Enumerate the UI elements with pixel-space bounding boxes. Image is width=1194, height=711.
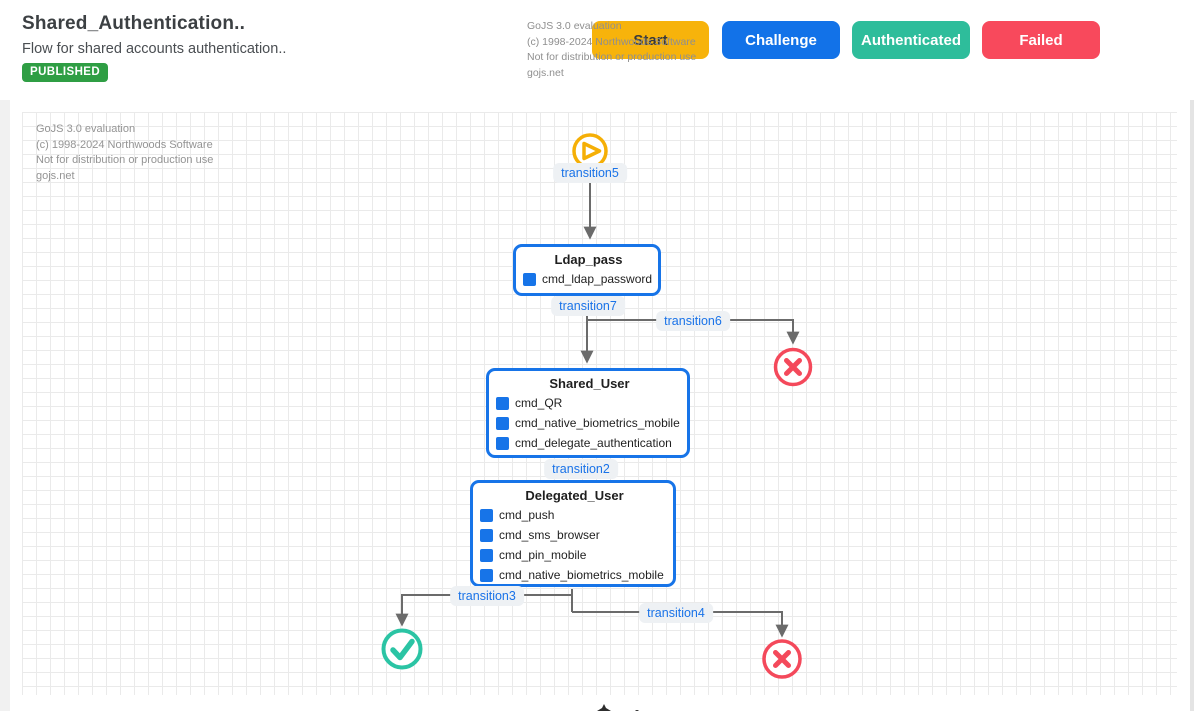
bottom-toolbar-cropped-icons[interactable] [588,701,648,711]
node-item-label: cmd_push [499,508,555,522]
transition-label-transition4[interactable]: transition4 [639,603,713,623]
node-title: Delegated_User [525,488,624,503]
node-item[interactable]: cmd_native_biometrics_mobile [480,565,669,585]
command-square-icon [480,568,493,582]
page-subtitle: Flow for shared accounts authentication.… [22,41,287,57]
palette-node-start[interactable]: Start [592,21,709,59]
node-item[interactable]: cmd_delegate_authentication [496,433,683,453]
command-square-icon [480,508,493,522]
watermark-line: gojs.net [527,66,564,79]
node-item[interactable]: cmd_push [480,505,669,525]
watermark-line: Not for distribution or production use [527,51,697,63]
node-title: Shared_User [549,376,630,391]
window-edge-right [1190,0,1194,711]
node-item[interactable]: cmd_native_biometrics_mobile [496,413,683,433]
diagram-canvas[interactable]: GoJS 3.0 evaluation (c) 1998-2024 Northw… [22,112,1177,695]
transition-label-transition7[interactable]: transition7 [551,296,625,316]
state-node-shared-user[interactable]: Shared_User cmd_QR cmd_native_biometrics… [486,368,690,458]
palette-node-authenticated[interactable]: Authenticated [852,21,970,59]
command-square-icon [496,436,509,450]
gojs-watermark-header: GoJS 3.0 evaluation (c) 1998-2024 Northw… [527,19,737,81]
node-item[interactable]: cmd_sms_browser [480,525,669,545]
link-transition6[interactable] [587,319,800,345]
node-item-label: cmd_pin_mobile [499,548,587,562]
node-title: Ldap_pass [554,252,623,267]
authenticated-node-check-icon[interactable] [381,628,423,670]
watermark-line: GoJS 3.0 evaluation [527,20,622,32]
cropped-icon[interactable] [592,704,616,711]
command-square-icon [523,272,536,286]
palette-node-challenge[interactable]: Challenge [722,21,840,59]
watermark-line: GoJS 3.0 evaluation [36,123,136,135]
gojs-watermark-canvas: GoJS 3.0 evaluation (c) 1998-2024 Northw… [36,122,213,184]
node-item-label: cmd_native_biometrics_mobile [515,416,680,430]
window-edge-left [0,0,10,711]
transition-label-transition5[interactable]: transition5 [553,163,627,183]
failed-node-x-icon[interactable] [773,347,813,387]
state-node-ldap-pass[interactable]: Ldap_pass cmd_ldap_password [513,244,661,296]
command-square-icon [480,548,493,562]
node-item[interactable]: cmd_QR [496,393,683,413]
transition-label-transition6[interactable]: transition6 [656,311,730,331]
node-item[interactable]: cmd_pin_mobile [480,545,669,565]
node-item-label: cmd_native_biometrics_mobile [499,568,664,582]
header: Shared_Authentication.. Flow for shared … [0,0,1194,100]
transition-label-transition2[interactable]: transition2 [544,459,618,479]
watermark-line: (c) 1998-2024 Northwoods Software [527,35,696,48]
state-node-delegated-user[interactable]: Delegated_User cmd_push cmd_sms_browser … [470,480,676,587]
watermark-line: Not for distribution or production use [36,154,214,166]
node-item-label: cmd_ldap_password [542,272,653,286]
node-item-label: cmd_sms_browser [499,528,600,542]
watermark-line: (c) 1998-2024 Northwoods Software [36,138,213,151]
command-square-icon [496,416,509,430]
watermark-line: gojs.net [36,169,75,182]
palette-node-failed[interactable]: Failed [982,21,1100,59]
node-item-label: cmd_delegate_authentication [515,436,672,450]
command-square-icon [480,528,493,542]
page-title: Shared_Authentication.. [22,13,246,34]
node-item[interactable]: cmd_ldap_password [523,269,654,289]
transition-label-transition3[interactable]: transition3 [450,586,524,606]
status-badge: PUBLISHED [22,63,109,82]
command-square-icon [496,396,509,410]
node-item-label: cmd_QR [515,396,563,410]
failed-node-x-icon[interactable] [762,639,802,679]
